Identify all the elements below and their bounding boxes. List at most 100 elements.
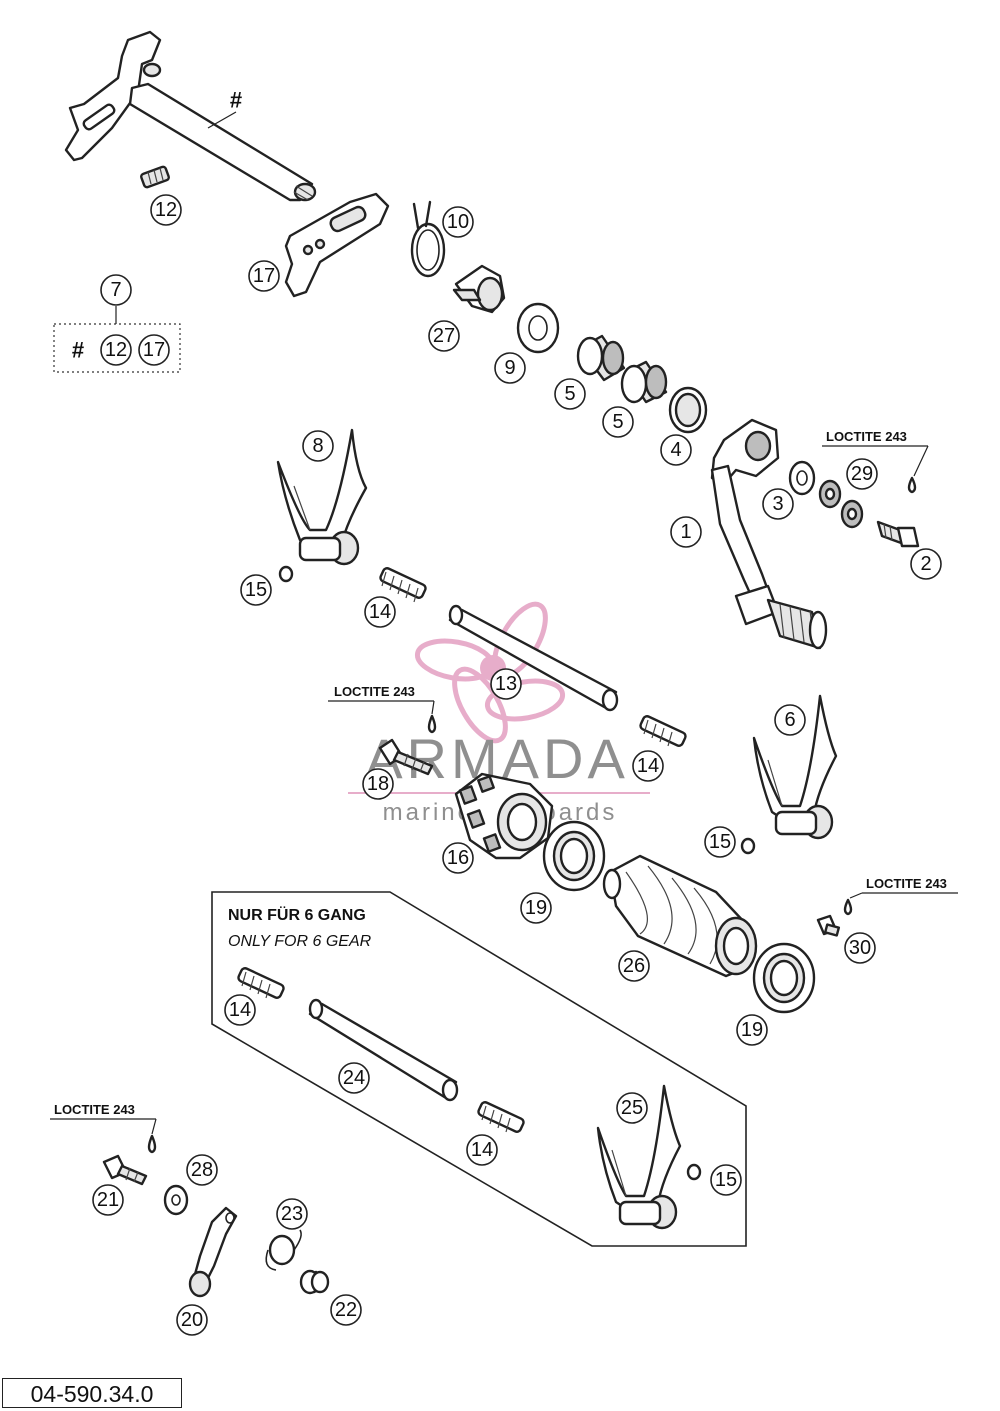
loctite-label-left: LOCTITE 243	[54, 1102, 135, 1117]
hash-marker-shaft: #	[230, 88, 242, 113]
spring-14-middle	[639, 715, 687, 747]
needle-bearing-5a	[576, 334, 626, 382]
loctite-label-right: LOCTITE 243	[866, 876, 947, 891]
callout-18: 18	[362, 768, 394, 800]
svg-text:15: 15	[709, 831, 731, 853]
svg-text:19: 19	[741, 1019, 763, 1041]
callout-6: 6	[774, 704, 806, 736]
svg-text:25: 25	[621, 1097, 643, 1119]
fork-shaft-13	[448, 604, 619, 712]
callout-5b: 5	[602, 406, 634, 438]
svg-text:21: 21	[97, 1189, 119, 1211]
callout-1: 1	[670, 516, 702, 548]
svg-text:14: 14	[369, 601, 391, 623]
bearing-19-upper	[542, 820, 606, 892]
shift-fork-6	[752, 694, 838, 840]
roller-22	[299, 1269, 330, 1295]
svg-text:6: 6	[784, 709, 795, 731]
callout-8: 8	[302, 430, 334, 462]
callout-19-upper: 19	[520, 892, 552, 924]
callout-21: 21	[92, 1184, 124, 1216]
spring-14-box-lower	[477, 1101, 525, 1133]
pin-15-middle	[740, 837, 756, 855]
callout-17: 17	[248, 260, 280, 292]
callout-13: 13	[490, 668, 522, 700]
svg-text:17: 17	[253, 265, 275, 287]
callout-12: 12	[150, 194, 182, 226]
circlip-10	[410, 200, 446, 278]
svg-text:20: 20	[181, 1309, 203, 1331]
svg-text:29: 29	[851, 463, 873, 485]
callout-30: 30	[844, 932, 876, 964]
loctite-drop-top	[907, 476, 917, 494]
shift-fork-8	[276, 428, 368, 566]
svg-text:5: 5	[612, 411, 623, 433]
loctite-drop-right	[843, 898, 853, 916]
callout-5a: 5	[554, 378, 586, 410]
callout-9: 9	[494, 352, 526, 384]
svg-text:12: 12	[155, 199, 177, 221]
callout-10: 10	[442, 206, 474, 238]
svg-text:8: 8	[312, 435, 323, 457]
pin-15-upper	[278, 565, 294, 583]
callout-7: 7	[100, 274, 132, 306]
fork-shaft-24	[308, 998, 459, 1102]
kit-group-7: # 12 17	[53, 306, 181, 373]
loctite-drop-left	[147, 1134, 157, 1154]
locking-lever-20	[188, 1206, 238, 1298]
shift-lever-1	[710, 418, 828, 650]
svg-text:22: 22	[335, 1299, 357, 1321]
washer-28	[163, 1184, 189, 1216]
callout-20: 20	[176, 1304, 208, 1336]
svg-text:10: 10	[447, 211, 469, 233]
svg-text:30: 30	[849, 937, 871, 959]
washer-9	[516, 302, 560, 354]
callout-19-lower: 19	[736, 1014, 768, 1046]
kit-content-hash: #	[72, 338, 84, 363]
svg-text:14: 14	[229, 999, 251, 1021]
lock-washer-29	[818, 479, 864, 529]
callout-29: 29	[846, 458, 878, 490]
svg-text:18: 18	[367, 773, 389, 795]
needle-bearing-5b	[620, 360, 668, 404]
pin-15-box	[686, 1163, 702, 1181]
svg-text:27: 27	[433, 325, 455, 347]
svg-text:15: 15	[245, 579, 267, 601]
svg-text:23: 23	[281, 1203, 303, 1225]
six-gear-title-en: ONLY FOR 6 GEAR	[228, 933, 372, 950]
svg-text:7: 7	[110, 279, 121, 301]
bolt-18	[378, 738, 434, 776]
svg-text:2: 2	[920, 553, 931, 575]
spring-12	[140, 165, 170, 189]
svg-text:16: 16	[447, 847, 469, 869]
loctite-drop-mid	[427, 714, 437, 734]
loctite-notes: LOCTITE 243 LOCTITE 243 LOCTITE 243 LOCT…	[50, 429, 958, 1135]
callout-27: 27	[428, 320, 460, 352]
spring-14-box-upper	[237, 967, 285, 999]
svg-text:9: 9	[504, 357, 515, 379]
shift-drum-26	[602, 854, 758, 978]
bolt-2	[876, 520, 920, 548]
loctite-label-mid: LOCTITE 243	[334, 684, 415, 699]
callout-15-box: 15	[710, 1164, 742, 1196]
callout-15-upper: 15	[240, 574, 272, 606]
svg-text:14: 14	[471, 1139, 493, 1161]
locking-plate-17	[284, 192, 390, 298]
six-gear-title-de: NUR FÜR 6 GANG	[228, 905, 366, 924]
callout-14-box-lower: 14	[466, 1134, 498, 1166]
drawing-number: 04-590.34.0	[2, 1378, 182, 1408]
shift-shaft: #	[64, 30, 317, 202]
callout-4: 4	[660, 434, 692, 466]
callout-26: 26	[618, 950, 650, 982]
callouts-layer: 12 17 10 27 9 5 5 4 8 1 3 29 2 15 14 13 …	[92, 194, 942, 1336]
callout-16: 16	[442, 842, 474, 874]
svg-text:24: 24	[343, 1067, 365, 1089]
callout-28: 28	[186, 1154, 218, 1186]
callout-2: 2	[910, 548, 942, 580]
callout-3: 3	[762, 488, 794, 520]
callout-14-upper: 14	[364, 596, 396, 628]
svg-text:3: 3	[772, 493, 783, 515]
loctite-label-top: LOCTITE 243	[826, 429, 907, 444]
